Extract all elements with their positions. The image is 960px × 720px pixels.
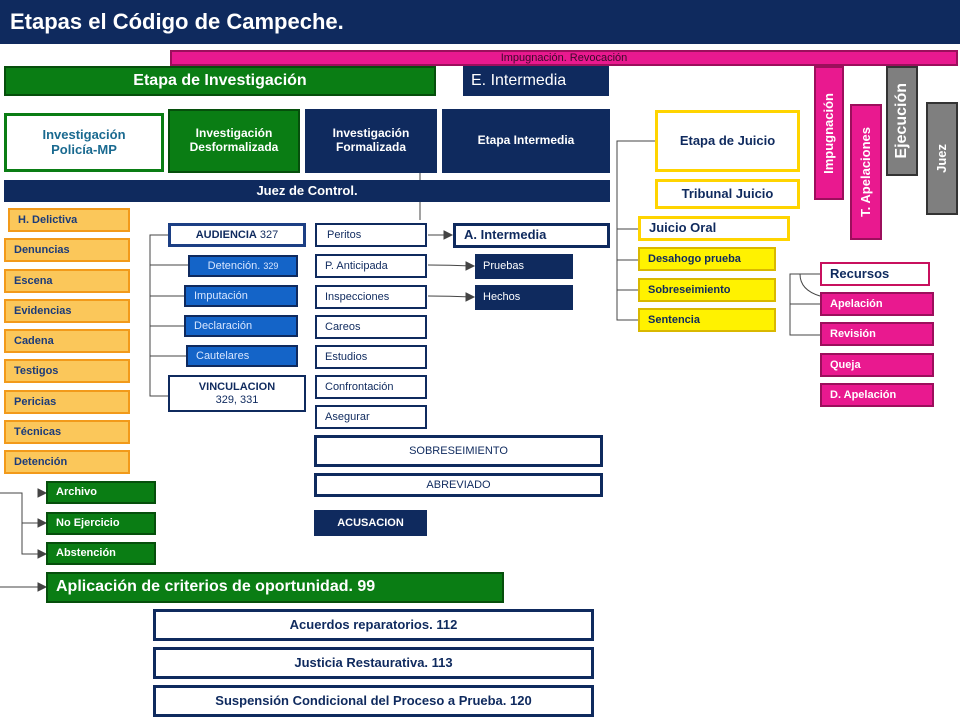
- etapa-juicio-box: Etapa de Juicio: [655, 110, 800, 172]
- tribunal-juicio-box: Tribunal Juicio: [655, 179, 800, 209]
- diligencia-item: Técnicas: [4, 420, 130, 444]
- intermedia-item-pruebas: Pruebas: [475, 254, 573, 279]
- stage-etapa-intermedia: Etapa Intermedia: [442, 109, 610, 173]
- alternativa-item: Acuerdos reparatorios. 112: [153, 609, 594, 641]
- juicio-item: Sobreseimiento: [638, 278, 776, 302]
- diligencia-item: Escena: [4, 269, 130, 293]
- apelaciones-vertical: T. Apelaciones: [850, 104, 882, 240]
- page-title-text: Etapas el Código de Campeche.: [10, 9, 344, 35]
- diligencia-item: Evidencias: [4, 299, 130, 323]
- header-investigacion: Etapa de Investigación: [4, 66, 436, 96]
- vinculacion-box: VINCULACION 329, 331: [168, 375, 306, 412]
- stage-desformalizada: Investigación Desformalizada: [168, 109, 300, 173]
- salida-abstencion: Abstención: [46, 542, 156, 565]
- juicio-item: Sentencia: [638, 308, 776, 332]
- impugnacion-vertical: Impugnación: [814, 66, 844, 200]
- investigacion-item: Asegurar: [315, 405, 427, 429]
- diligencia-item: Detención: [4, 450, 130, 474]
- juez-vertical: Juez: [926, 102, 958, 215]
- diligencia-item: Pericias: [4, 390, 130, 414]
- diligencia-item: H. Delictiva: [8, 208, 130, 232]
- investigacion-item: Confrontación: [315, 375, 427, 399]
- stage-policia-mp: Investigación Policía-MP: [4, 113, 164, 172]
- abreviado-box: ABREVIADO: [314, 473, 603, 497]
- intermedia-box: A. Intermedia: [453, 223, 610, 248]
- juicio-bracket: [616, 140, 655, 321]
- diligencia-item: Denuncias: [4, 238, 130, 262]
- investigacion-item: Peritos: [315, 223, 427, 247]
- alternativa-item: Justicia Restaurativa. 113: [153, 647, 594, 679]
- acusacion-box: ACUSACION: [314, 510, 427, 536]
- salida-no-ejercicio: No Ejercicio: [46, 512, 156, 535]
- audiencia-item-declaracion: Declaración: [184, 315, 298, 337]
- investigacion-item: Inspecciones: [315, 285, 427, 309]
- recursos-box: Recursos: [820, 262, 930, 286]
- salida-archivo: Archivo: [46, 481, 156, 504]
- intermedia-item-hechos: Hechos: [475, 285, 573, 310]
- juez-control-bar: Juez de Control.: [4, 180, 610, 202]
- audiencia-item-detencion: Detención. 329: [188, 255, 298, 277]
- recurso-item: Revisión: [820, 322, 934, 346]
- criterios-oportunidad: Aplicación de criterios de oportunidad. …: [46, 572, 504, 603]
- audiencia-item-cautelares: Cautelares: [186, 345, 298, 367]
- audiencia-item-imputacion: Imputación: [184, 285, 298, 307]
- sobreseimiento-box: SOBRESEIMIENTO: [314, 435, 603, 467]
- recurso-item: Queja: [820, 353, 934, 377]
- diligencia-item: Testigos: [4, 359, 130, 383]
- impugnacion-banner: Impugnación. Revocación: [170, 50, 958, 66]
- juicio-oral-box: Juicio Oral: [638, 216, 790, 241]
- alternativa-item: Suspensión Condicional del Proceso a Pru…: [153, 685, 594, 717]
- stage-formalizada: Investigación Formalizada: [305, 109, 437, 173]
- recurso-item: Apelación: [820, 292, 934, 316]
- juicio-item: Desahogo prueba: [638, 247, 776, 271]
- audiencia-box: AUDIENCIA 327: [168, 223, 306, 247]
- audiencia-bracket: [149, 234, 168, 397]
- investigacion-item: P. Anticipada: [315, 254, 427, 278]
- diligencia-item: Cadena: [4, 329, 130, 353]
- page-title: Etapas el Código de Campeche.: [0, 0, 960, 44]
- recurso-item: D. Apelación: [820, 383, 934, 407]
- investigacion-item: Estudios: [315, 345, 427, 369]
- investigacion-item: Careos: [315, 315, 427, 339]
- header-intermedia: E. Intermedia: [463, 66, 609, 96]
- ejecucion-vertical: Ejecución: [886, 66, 918, 176]
